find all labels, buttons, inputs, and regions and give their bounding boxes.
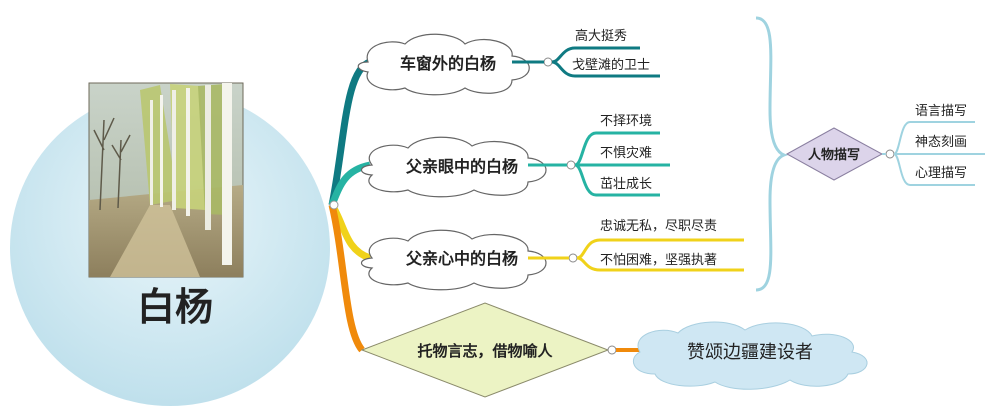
outcome-label: 赞颂边疆建设者 xyxy=(687,342,813,363)
theme-label: 托物言志，借物喻人 xyxy=(417,342,553,360)
leaf-2-1: 不择环境 xyxy=(600,114,652,129)
outcome-node[interactable]: 赞颂边疆建设者 xyxy=(632,321,868,390)
summary-label: 人物描写 xyxy=(808,147,860,163)
leaf-1-2: 戈壁滩的卫士 xyxy=(572,57,650,73)
branch-1-node[interactable]: 车窗外的白杨 xyxy=(357,33,530,96)
branch-connector-4 xyxy=(328,204,365,353)
poplar-painting xyxy=(88,82,244,278)
leaf-2-3: 茁壮成长 xyxy=(600,176,652,192)
brace xyxy=(755,16,789,292)
leaf-3-1: 忠诚无私，尽职尽责 xyxy=(600,219,717,234)
branch-3-node[interactable]: 父亲心中的白杨 xyxy=(360,229,547,291)
central-title: 白杨 xyxy=(137,285,213,329)
summary-item-3: 心理描写 xyxy=(915,166,967,181)
branch-2-label: 父亲眼中的白杨 xyxy=(405,157,518,176)
branch-3-label: 父亲心中的白杨 xyxy=(405,249,518,268)
leaf-3-2: 不怕困难，坚强执著 xyxy=(600,253,717,268)
theme-node[interactable]: 托物言志，借物喻人 xyxy=(360,302,610,398)
leaf-2-2: 不惧灾难 xyxy=(600,145,652,161)
branch-1-label: 车窗外的白杨 xyxy=(400,54,496,73)
leaf-1-1: 高大挺秀 xyxy=(575,28,627,44)
branch-2-node[interactable]: 父亲眼中的白杨 xyxy=(360,136,547,198)
summary-item-2: 神态刻画 xyxy=(915,135,967,150)
summary-node[interactable]: 人物描写 xyxy=(785,127,884,181)
branch-connector-1 xyxy=(328,58,372,206)
summary-item-1: 语言描写 xyxy=(915,104,967,119)
